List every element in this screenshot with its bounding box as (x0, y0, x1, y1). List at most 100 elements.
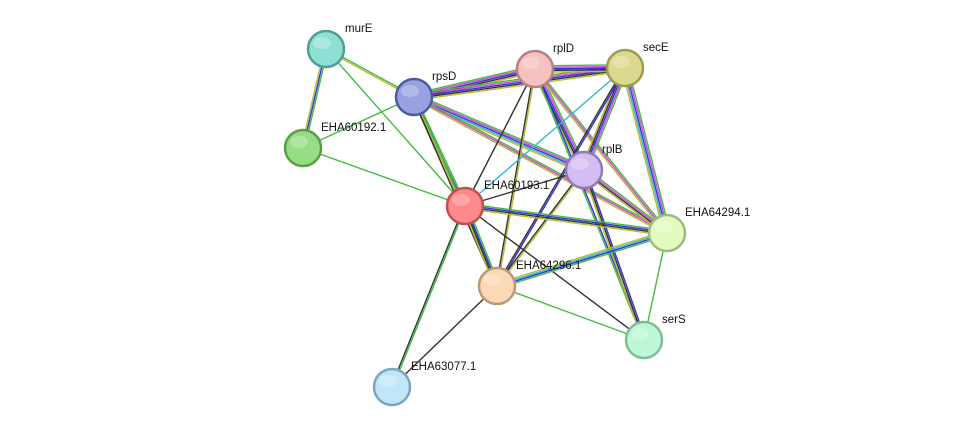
edge-rplD-EHA60193.1 (464, 68, 536, 207)
edge-rplD-EHA64294.1 (533, 67, 669, 235)
edge-secE-EHA64294.1 (621, 67, 671, 234)
edge-line (621, 68, 665, 234)
edge-line (622, 68, 667, 234)
edge-EHA60193.1-EHA63077.1 (390, 205, 467, 388)
node-label-serS: serS (662, 314, 686, 326)
node-circle[interactable] (564, 150, 604, 190)
edge-line (413, 96, 668, 234)
node-circle[interactable] (394, 77, 434, 117)
edge-rpsD-EHA64294.1 (412, 94, 669, 236)
node-rplD[interactable] (515, 49, 555, 89)
node-highlight (631, 328, 649, 340)
node-circle[interactable] (605, 48, 645, 88)
node-highlight (290, 136, 308, 148)
edge-line (584, 169, 647, 340)
edge-line (497, 69, 537, 287)
node-highlight (612, 56, 630, 68)
node-EHA64294.1[interactable] (647, 213, 687, 253)
edge-line (534, 68, 668, 234)
edge-EHA60193.1-serS (464, 205, 645, 341)
edge-line (302, 147, 466, 207)
edge-line (413, 67, 626, 98)
edge-line (581, 170, 644, 341)
node-murE[interactable] (306, 29, 346, 69)
edge-line (496, 285, 645, 341)
edge-line (533, 69, 667, 235)
edge-line (413, 96, 585, 171)
node-highlight (313, 37, 331, 49)
edge-line (390, 205, 465, 387)
node-label-rplB: rplB (602, 144, 623, 156)
node-highlight (379, 375, 397, 387)
node-EHA64296.1[interactable] (477, 266, 517, 306)
edge-line (325, 48, 466, 207)
node-label-EHA63077.1: EHA63077.1 (411, 361, 476, 373)
node-highlight (654, 221, 672, 233)
node-circle[interactable] (445, 186, 485, 226)
node-rpsD[interactable] (394, 77, 434, 117)
node-label-EHA64296.1: EHA64296.1 (516, 260, 581, 272)
edge-line (497, 170, 586, 287)
edge-rplB-EHA60193.1 (464, 169, 585, 207)
edge-EHA64296.1-serS (496, 285, 645, 341)
node-circle[interactable] (372, 367, 412, 407)
node-circle[interactable] (306, 29, 346, 69)
node-highlight (452, 194, 470, 206)
node-circle[interactable] (624, 320, 664, 360)
edge-rplB-serS (581, 169, 647, 341)
edge-line (464, 207, 667, 237)
edge-line (464, 169, 585, 207)
node-highlight (571, 158, 589, 170)
edge-line (465, 204, 668, 233)
edge-line (497, 234, 668, 289)
node-secE[interactable] (605, 48, 645, 88)
node-circle[interactable] (647, 213, 687, 253)
edge-line (496, 230, 667, 285)
edge-line (625, 67, 670, 233)
edge-line (464, 68, 536, 207)
node-label-murE: murE (345, 23, 373, 35)
node-label-secE: secE (643, 42, 669, 54)
edge-line (535, 67, 669, 233)
edge-line (412, 97, 667, 236)
node-label-EHA60192.1: EHA60192.1 (321, 122, 386, 134)
edge-line (583, 169, 645, 341)
edge-line (392, 206, 467, 388)
node-highlight (401, 85, 419, 97)
edge-line (414, 70, 626, 101)
edge-EHA60192.1-EHA60193.1 (302, 147, 466, 207)
node-highlight (522, 57, 540, 69)
nodes-layer (283, 29, 687, 407)
edge-line (302, 96, 415, 149)
edge-rplB-EHA64296.1 (495, 169, 586, 287)
node-circle[interactable] (477, 266, 517, 306)
edge-EHA60193.1-EHA64294.1 (464, 202, 668, 237)
edge-line (414, 94, 669, 233)
node-EHA60192.1[interactable] (283, 128, 323, 168)
edge-line (464, 67, 626, 207)
node-label-rpsD: rpsD (432, 71, 456, 83)
node-circle[interactable] (283, 128, 323, 168)
edges-layer (300, 47, 671, 388)
edge-line (414, 94, 585, 170)
node-label-EHA60193.1: EHA60193.1 (484, 180, 549, 192)
edge-line (464, 206, 667, 235)
node-EHA63077.1[interactable] (372, 367, 412, 407)
edge-line (391, 285, 498, 388)
edge-line (624, 67, 668, 234)
edge-EHA60192.1-rpsD (302, 96, 415, 149)
edge-EHA64294.1-EHA64296.1 (496, 230, 668, 289)
edge-line (496, 231, 667, 286)
node-rplB[interactable] (564, 150, 604, 190)
edge-line (413, 65, 535, 95)
node-circle[interactable] (515, 49, 555, 89)
node-label-EHA64294.1: EHA64294.1 (685, 207, 750, 219)
edge-line (414, 68, 626, 100)
node-serS[interactable] (624, 320, 664, 360)
edge-secE-EHA60193.1 (464, 67, 626, 207)
node-EHA60193.1[interactable] (445, 186, 485, 226)
edge-line (497, 233, 668, 288)
edge-murE-EHA60193.1 (325, 48, 466, 207)
